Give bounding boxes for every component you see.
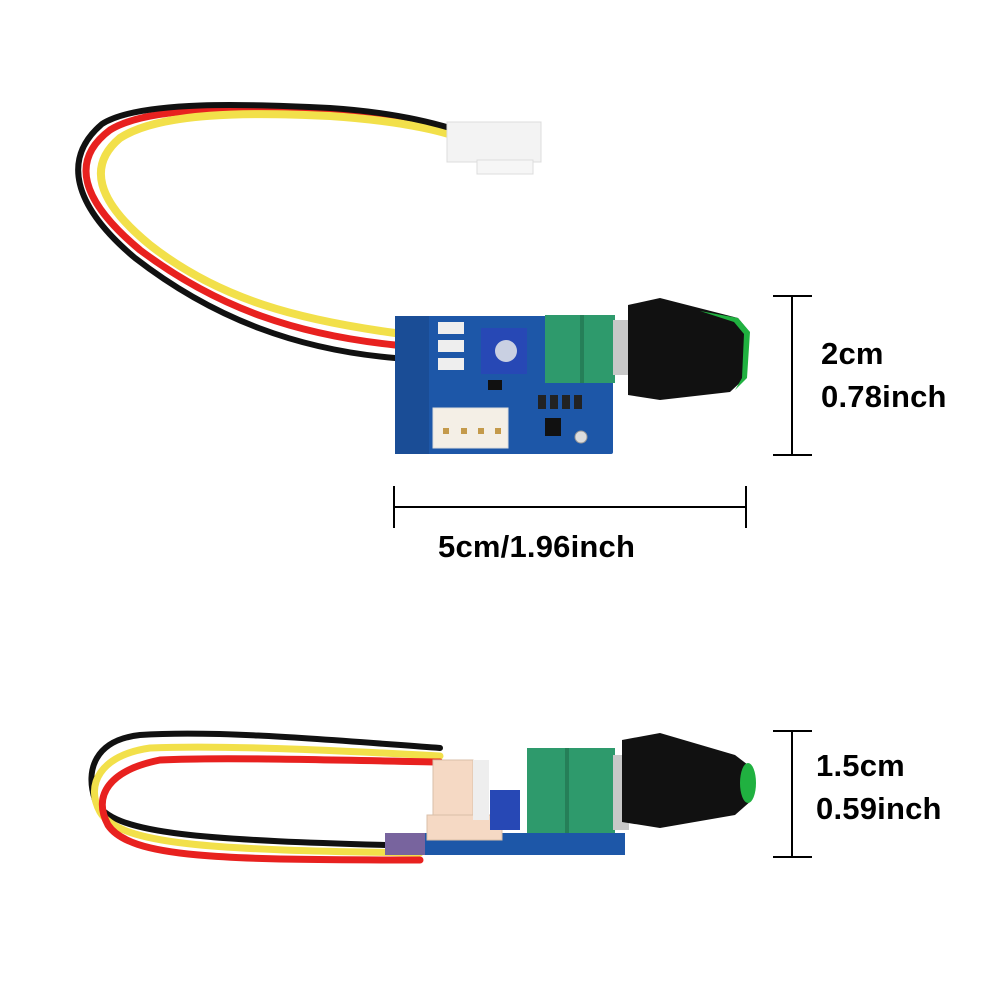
side-view-module	[88, 730, 756, 864]
bottom-height-dimension-line	[773, 730, 812, 858]
top-knob	[628, 298, 750, 400]
top-cable	[75, 101, 456, 361]
side-trimmer	[490, 790, 520, 830]
top-height-label: 2cm 0.78inch	[821, 333, 947, 419]
side-potentiometer	[527, 748, 629, 833]
top-view-module	[75, 101, 750, 454]
top-height-cm: 2cm	[821, 336, 884, 371]
width-dimension-line	[393, 486, 747, 528]
top-fan-connector	[446, 121, 542, 175]
top-potentiometer	[545, 315, 631, 383]
bottom-height-inch: 0.59inch	[816, 790, 942, 826]
top-height-inch: 0.78inch	[821, 378, 947, 414]
side-header	[426, 759, 503, 841]
width-label: 5cm/1.96inch	[438, 529, 636, 564]
side-cable	[88, 730, 444, 864]
bottom-height-cm: 1.5cm	[816, 748, 905, 783]
bottom-height-label: 1.5cm 0.59inch	[816, 745, 942, 831]
top-height-dimension-line	[773, 295, 812, 456]
side-knob	[622, 733, 756, 828]
